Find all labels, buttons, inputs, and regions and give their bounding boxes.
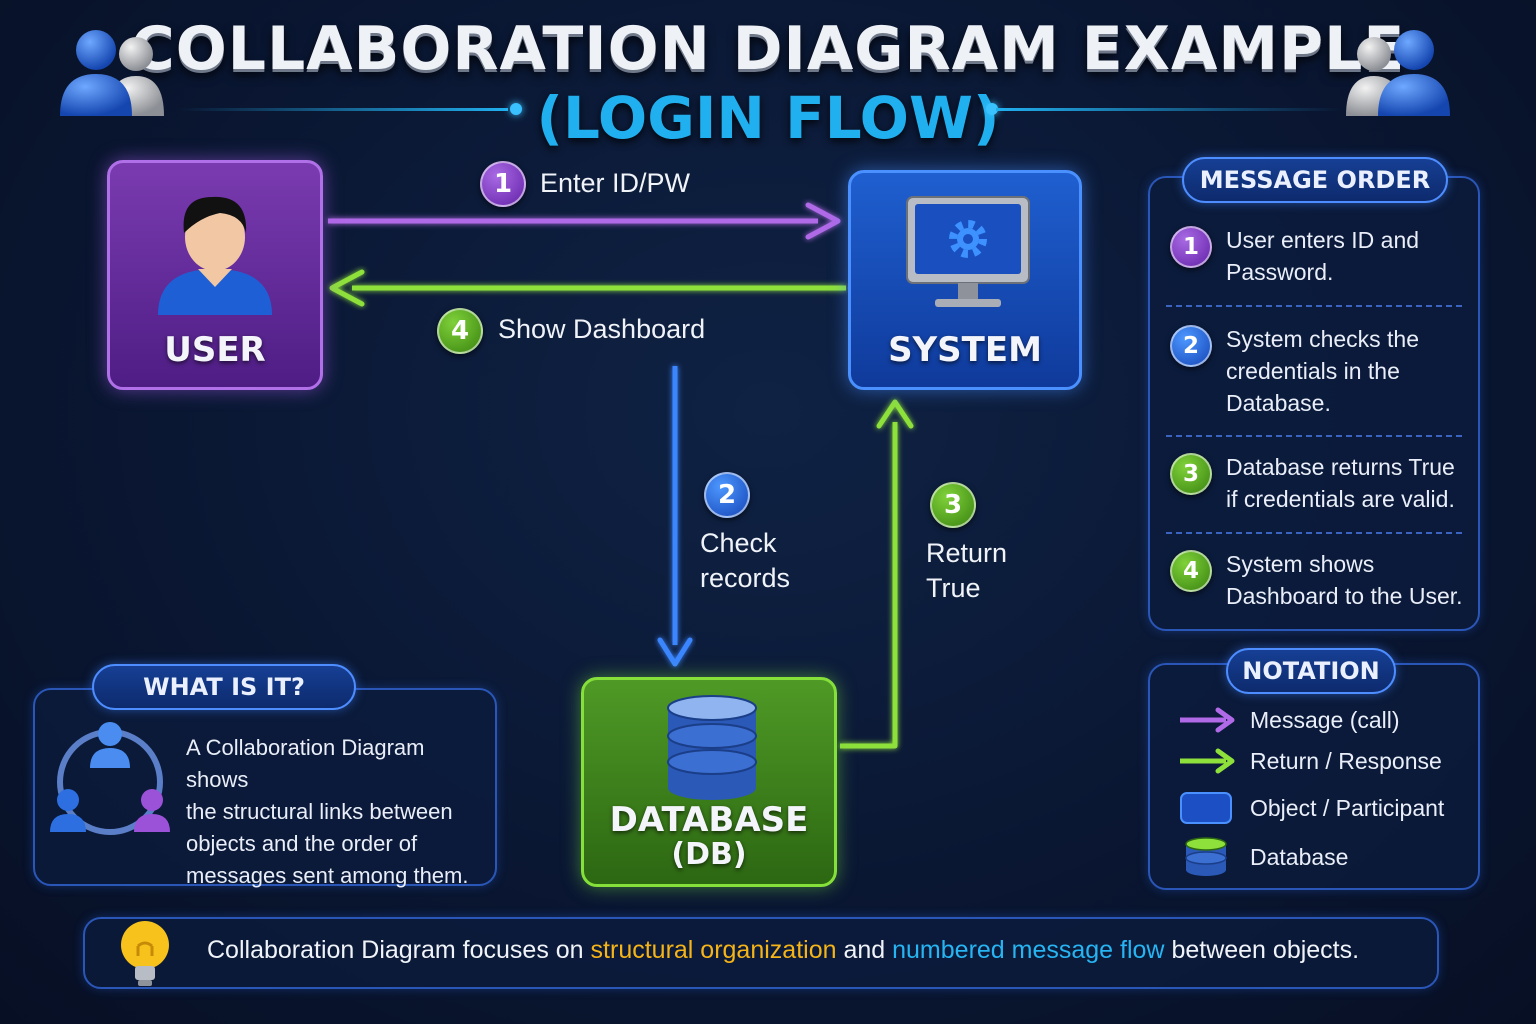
what-is-it-description: A Collaboration Diagram shows the struct… [186, 735, 469, 888]
participant-user-label: USER [164, 330, 266, 371]
participant-system: SYSTEM [848, 170, 1082, 390]
order-item-2: 2 System checks the credentials in the D… [1170, 323, 1470, 419]
participant-system-label: SYSTEM [888, 330, 1042, 371]
step-badge-3: 3 [930, 482, 976, 528]
title-divider-left [178, 108, 508, 111]
title-divider-right [996, 108, 1342, 111]
notation-item-database: Database [1178, 836, 1348, 878]
message-arrow-4 [329, 269, 846, 307]
order-badge-2: 2 [1170, 325, 1212, 367]
page-subtitle: (LOGIN FLOW) [536, 84, 1000, 152]
people-icon-left [60, 30, 164, 116]
participant-user: USER [107, 160, 323, 390]
notation-item-return: Return / Response [1178, 746, 1442, 776]
message-order-heading: MESSAGE ORDER [1182, 157, 1448, 203]
step-badge-1: 1 [480, 161, 526, 207]
network-people-icon [50, 722, 170, 835]
order-badge-4: 4 [1170, 550, 1212, 592]
footer-highlight-numbered: numbered message flow [892, 936, 1165, 964]
order-badge-3: 3 [1170, 453, 1212, 495]
order-item-1: 1 User enters ID and Password. [1170, 224, 1470, 288]
order-item-3: 3 Database returns True if credentials a… [1170, 451, 1470, 515]
message-label-3: Return True [926, 538, 1008, 604]
footer-text: Collaboration Diagram focuses on structu… [207, 936, 1360, 964]
participant-database-abbr: (DB) [671, 836, 747, 872]
message-arrow-1 [328, 202, 841, 240]
notation-label-object: Object / Participant [1250, 794, 1445, 821]
order-divider [1166, 305, 1462, 307]
notation-label-return: Return / Response [1250, 747, 1442, 774]
notation-item-object: Object / Participant [1178, 790, 1444, 826]
footer-bar [83, 917, 1439, 989]
database-cylinder-icon [667, 695, 757, 800]
notation-label-call: Message (call) [1250, 706, 1400, 733]
lightbulb-icon [121, 921, 169, 986]
message-label-1: Enter ID/PW [540, 168, 691, 198]
order-divider [1166, 435, 1462, 437]
title-divider-dot-right [986, 103, 998, 115]
green-arrow-icon [1180, 748, 1235, 774]
user-avatar-icon [158, 196, 272, 315]
message-label-4: Show Dashboard [498, 314, 706, 344]
order-badge-1: 1 [1170, 226, 1212, 268]
step-badge-2: 2 [704, 472, 750, 518]
message-arrow-2 [657, 366, 693, 667]
order-divider [1166, 532, 1462, 534]
blue-box-icon [1180, 792, 1232, 824]
what-is-it-heading: WHAT IS IT? [92, 664, 356, 710]
purple-arrow-icon [1180, 707, 1235, 733]
message-arrow-3 [840, 399, 914, 749]
participant-database: DATABASE (DB) [581, 677, 837, 887]
title-divider-dot-left [510, 103, 522, 115]
what-is-it-panel [33, 688, 497, 886]
participant-database-label: DATABASE [609, 799, 809, 840]
notation-item-call: Message (call) [1178, 705, 1400, 735]
step-badge-4: 4 [437, 308, 483, 354]
database-icon [1185, 837, 1227, 876]
message-label-2: Check records [700, 528, 791, 594]
footer-highlight-structural: structural organization [590, 936, 837, 964]
people-icon-right [1346, 30, 1450, 116]
notation-label-database: Database [1250, 843, 1349, 870]
page-title: COLLABORATION DIAGRAM EXAMPLE [130, 14, 1406, 84]
order-item-4: 4 System shows Dashboard to the User. [1170, 548, 1470, 612]
notation-heading: NOTATION [1226, 648, 1396, 694]
computer-monitor-icon [906, 196, 1030, 307]
